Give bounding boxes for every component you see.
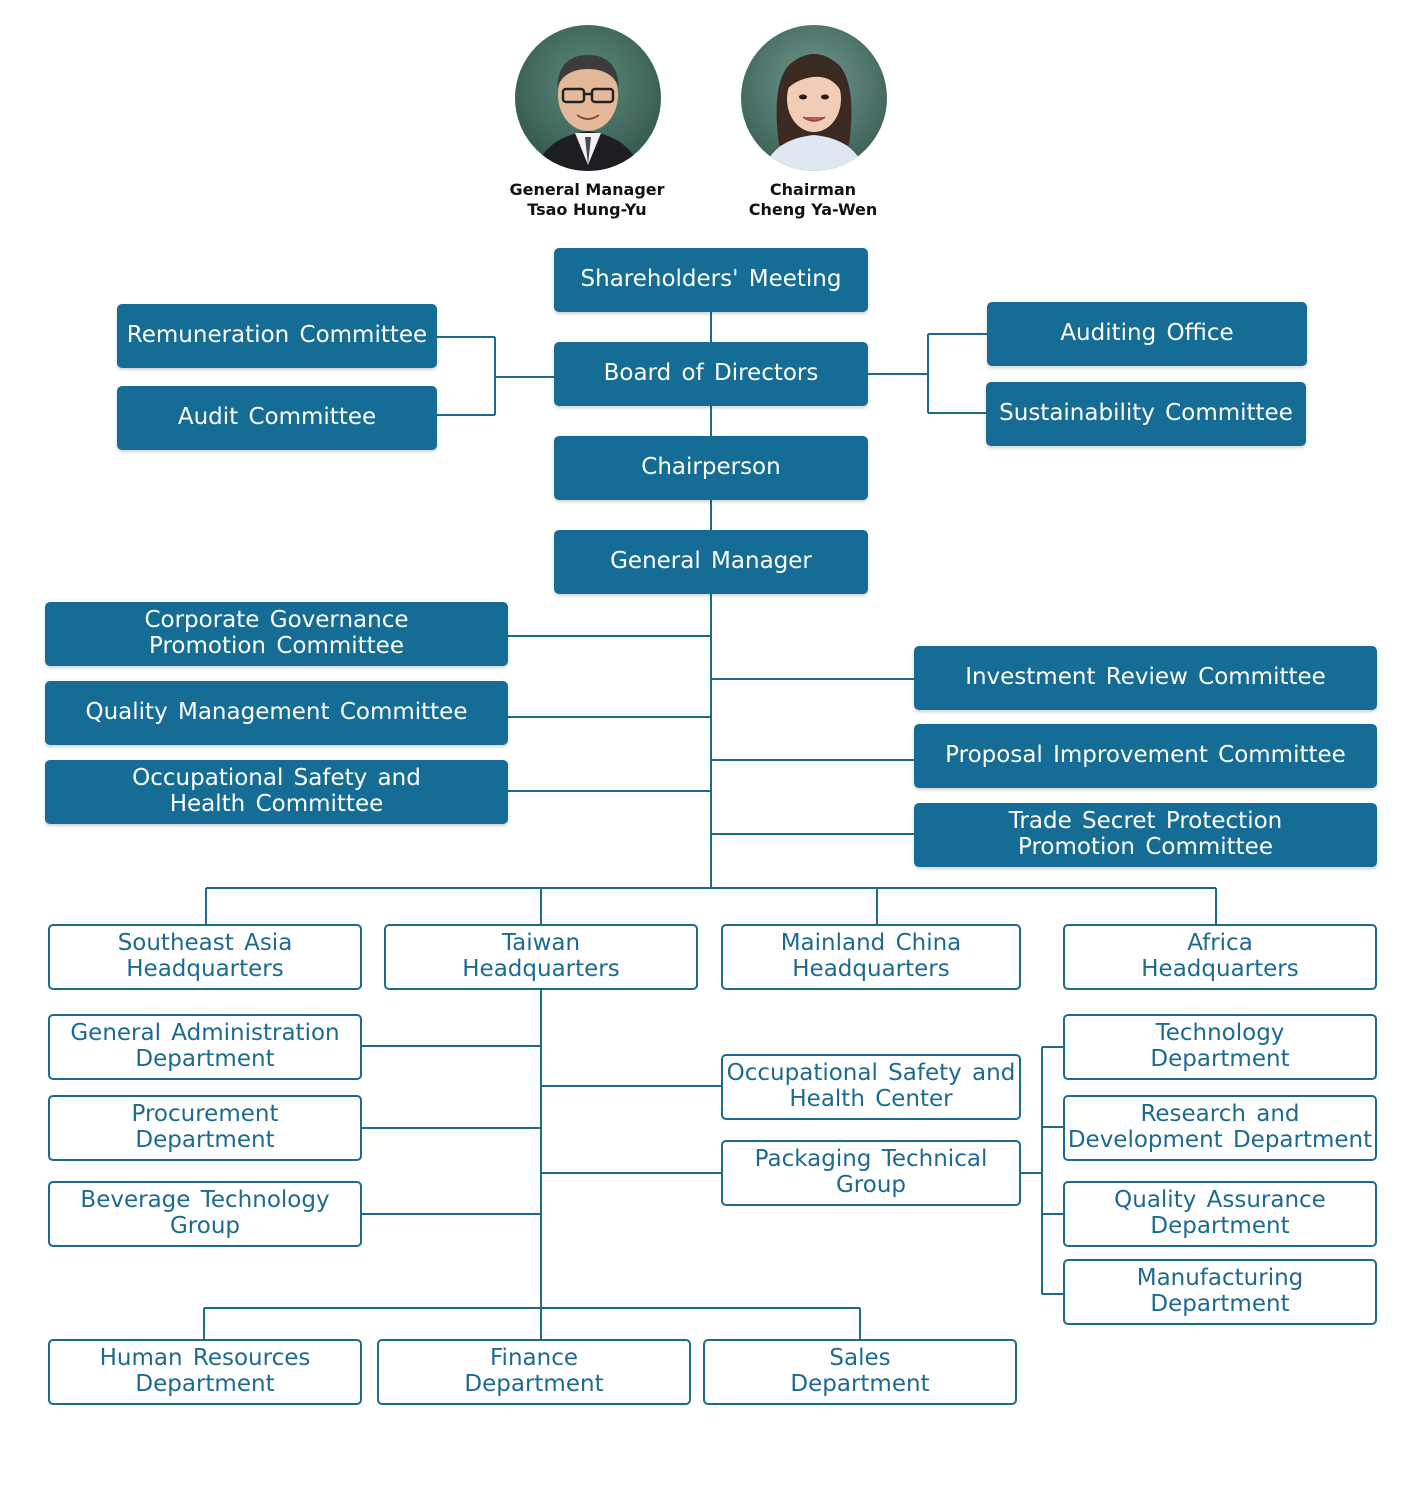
- remuneration-committee-box: Remuneration Committee: [117, 304, 437, 368]
- audit-committee-box: Audit Committee: [117, 386, 437, 450]
- quality-assurance-label-line2: Department: [1150, 1213, 1290, 1239]
- corporate-governance-label-line2: Promotion Committee: [148, 633, 404, 659]
- general-administration-dept-box: General Administration Department: [48, 1014, 362, 1080]
- technology-dept-box: Technology Department: [1063, 1014, 1377, 1080]
- procurement-label-line1: Procurement: [131, 1101, 279, 1128]
- manufacturing-label-line2: Department: [1150, 1291, 1290, 1317]
- beverage-technology-label-line1: Beverage Technology: [80, 1187, 330, 1214]
- southeast-asia-hq-label-line2: Headquarters: [126, 956, 284, 982]
- general-administration-label-line1: General Administration: [70, 1020, 340, 1047]
- finance-dept-box: Finance Department: [377, 1339, 691, 1405]
- finance-label-line1: Finance: [490, 1345, 578, 1372]
- occupational-safety-center-label-line2: Health Center: [789, 1086, 953, 1112]
- occupational-safety-center-box: Occupational Safety and Health Center: [721, 1054, 1021, 1120]
- human-resources-dept-box: Human Resources Department: [48, 1339, 362, 1405]
- general-manager-photo: [515, 25, 661, 171]
- taiwan-hq-label-line1: Taiwan: [501, 930, 581, 957]
- quality-assurance-dept-box: Quality Assurance Department: [1063, 1181, 1377, 1247]
- investment-review-committee-box: Investment Review Committee: [914, 646, 1377, 710]
- trade-secret-label-line1: Trade Secret Protection: [1008, 808, 1283, 835]
- chairperson-label: Chairperson: [641, 454, 781, 481]
- packaging-technical-label-line1: Packaging Technical: [754, 1146, 988, 1173]
- technology-dept-label-line2: Department: [1150, 1046, 1290, 1072]
- africa-hq-label-line2: Headquarters: [1141, 956, 1299, 982]
- general-manager-name: Tsao Hung-Yu: [527, 200, 647, 219]
- southeast-asia-hq-box: Southeast Asia Headquarters: [48, 924, 362, 990]
- general-administration-label-line2: Department: [135, 1046, 275, 1072]
- chairman-name: Cheng Ya-Wen: [748, 200, 878, 219]
- mainland-china-hq-label-line1: Mainland China: [780, 930, 962, 957]
- shareholders-meeting-box: Shareholders' Meeting: [554, 248, 868, 312]
- sales-dept-box: Sales Department: [703, 1339, 1017, 1405]
- packaging-technical-label-line2: Group: [835, 1172, 907, 1198]
- general-manager-box: General Manager: [554, 530, 868, 594]
- board-of-directors-label: Board of Directors: [603, 360, 819, 387]
- proposal-improvement-committee-box: Proposal Improvement Committee: [914, 724, 1377, 788]
- general-manager-role: General Manager: [509, 180, 665, 199]
- sales-label-line1: Sales: [829, 1345, 891, 1372]
- taiwan-hq-label-line2: Headquarters: [462, 956, 620, 982]
- mainland-china-hq-label-line2: Headquarters: [792, 956, 950, 982]
- board-of-directors-box: Board of Directors: [554, 342, 868, 406]
- general-manager-label: General Manager: [610, 548, 812, 575]
- general-manager-caption: General Manager Tsao Hung-Yu: [477, 180, 697, 220]
- chairman-role: Chairman: [769, 180, 857, 199]
- africa-hq-label-line1: Africa: [1187, 930, 1253, 957]
- research-development-dept-box: Research and Development Department: [1063, 1095, 1377, 1161]
- research-development-label-line2: Development Department: [1067, 1127, 1373, 1153]
- manufacturing-dept-box: Manufacturing Department: [1063, 1259, 1377, 1325]
- human-resources-label-line1: Human Resources: [99, 1345, 311, 1372]
- manufacturing-label-line1: Manufacturing: [1136, 1265, 1304, 1292]
- remuneration-committee-label: Remuneration Committee: [126, 322, 428, 349]
- quality-management-committee-box: Quality Management Committee: [45, 681, 508, 745]
- taiwan-hq-box: Taiwan Headquarters: [384, 924, 698, 990]
- proposal-improvement-label: Proposal Improvement Committee: [945, 742, 1346, 769]
- quality-assurance-label-line1: Quality Assurance: [1114, 1187, 1326, 1214]
- sustainability-committee-box: Sustainability Committee: [986, 382, 1306, 446]
- sales-label-line2: Department: [790, 1371, 930, 1397]
- occupational-safety-center-label-line1: Occupational Safety and: [726, 1060, 1016, 1087]
- mainland-china-hq-box: Mainland China Headquarters: [721, 924, 1021, 990]
- auditing-office-box: Auditing Office: [987, 302, 1307, 366]
- corporate-governance-label-line1: Corporate Governance: [144, 607, 409, 634]
- quality-management-label: Quality Management Committee: [85, 699, 468, 726]
- human-resources-label-line2: Department: [135, 1371, 275, 1397]
- occupational-safety-committee-label-line1: Occupational Safety and: [132, 765, 421, 792]
- beverage-technology-label-line2: Group: [169, 1213, 241, 1239]
- chairman-caption: Chairman Cheng Ya-Wen: [703, 180, 923, 220]
- technology-dept-label-line1: Technology: [1155, 1020, 1285, 1047]
- beverage-technology-group-box: Beverage Technology Group: [48, 1181, 362, 1247]
- chairperson-box: Chairperson: [554, 436, 868, 500]
- occupational-safety-committee-box: Occupational Safety and Health Committee: [45, 760, 508, 824]
- investment-review-label: Investment Review Committee: [965, 664, 1326, 691]
- trade-secret-committee-box: Trade Secret Protection Promotion Commit…: [914, 803, 1377, 867]
- southeast-asia-hq-label-line1: Southeast Asia: [117, 930, 293, 957]
- finance-label-line2: Department: [464, 1371, 604, 1397]
- africa-hq-box: Africa Headquarters: [1063, 924, 1377, 990]
- audit-committee-label: Audit Committee: [177, 404, 377, 431]
- procurement-label-line2: Department: [135, 1127, 275, 1153]
- trade-secret-label-line2: Promotion Committee: [1017, 834, 1273, 860]
- chairman-photo: [741, 25, 887, 171]
- auditing-office-label: Auditing Office: [1060, 320, 1234, 347]
- research-development-label-line1: Research and: [1140, 1101, 1300, 1128]
- corporate-governance-committee-box: Corporate Governance Promotion Committee: [45, 602, 508, 666]
- procurement-dept-box: Procurement Department: [48, 1095, 362, 1161]
- packaging-technical-group-box: Packaging Technical Group: [721, 1140, 1021, 1206]
- sustainability-committee-label: Sustainability Committee: [999, 400, 1293, 427]
- occupational-safety-committee-label-line2: Health Committee: [169, 791, 384, 817]
- shareholders-meeting-label: Shareholders' Meeting: [580, 266, 842, 293]
